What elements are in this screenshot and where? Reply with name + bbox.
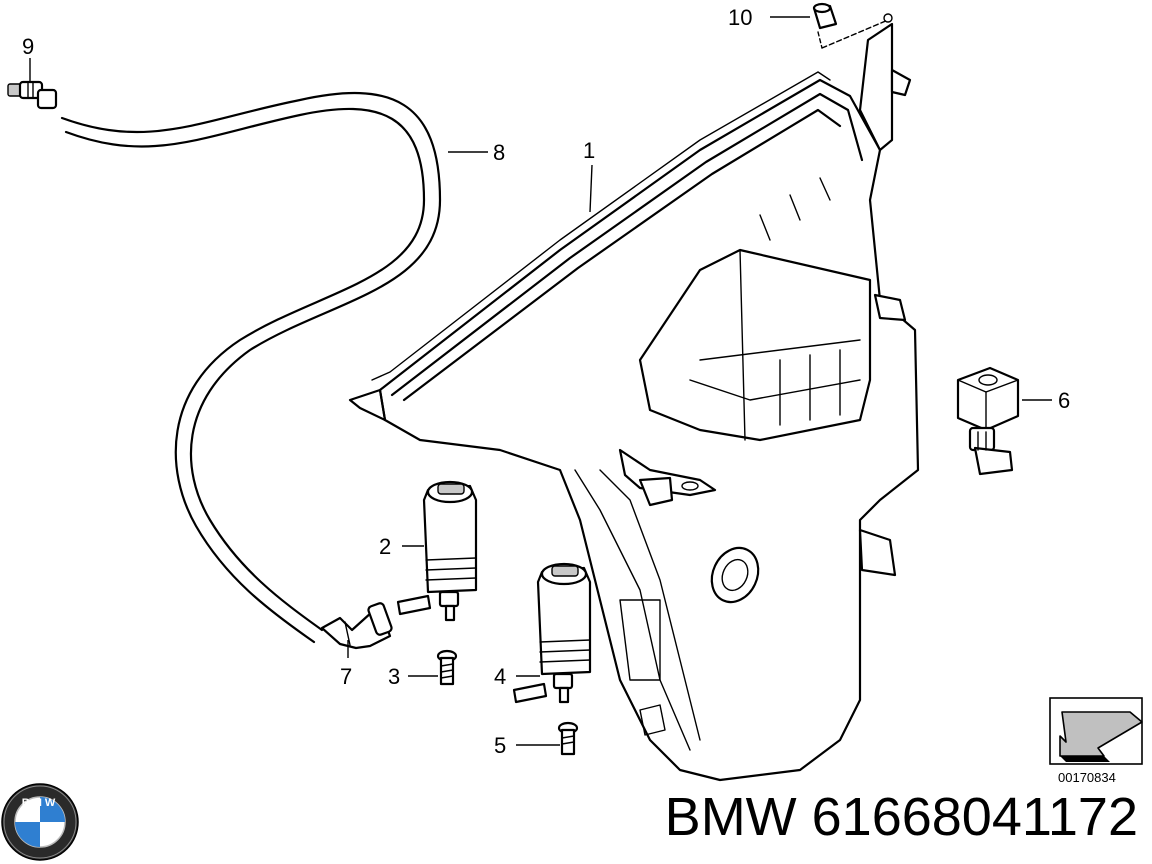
diagram-number: 00170834 [1058, 770, 1116, 785]
part-number-caption: BMW 61668041172 [664, 787, 1138, 847]
callout-4: 4 [494, 664, 506, 689]
bmw-logo-letters: BMW [22, 797, 59, 809]
callout-1: 1 [583, 138, 595, 163]
part-5-screw [557, 721, 579, 756]
leader-lines [29, 16, 1052, 746]
part-1-reservoir [348, 22, 920, 782]
callout-6: 6 [1058, 388, 1070, 413]
callout-8: 8 [493, 140, 505, 165]
part-6-level-sensor [956, 366, 1020, 476]
callout-labels: 1 2 3 4 5 6 7 8 9 10 [22, 5, 1070, 758]
part-8-hose [60, 92, 442, 644]
callout-2: 2 [379, 534, 391, 559]
callout-5: 5 [494, 733, 506, 758]
part-7-elbow [320, 602, 393, 650]
part-9-hose-connector [7, 80, 58, 110]
part-2-washer-pump [396, 480, 478, 622]
direction-arrow-icon [1049, 697, 1143, 765]
part-3-screw [436, 649, 458, 686]
callout-10: 10 [728, 5, 752, 30]
part-4-washer-pump [512, 562, 592, 704]
callout-7: 7 [340, 664, 352, 689]
bmw-logo-icon: BMW [1, 783, 79, 861]
part-10-cap [812, 2, 893, 49]
callout-3: 3 [388, 664, 400, 689]
callout-9: 9 [22, 34, 34, 59]
